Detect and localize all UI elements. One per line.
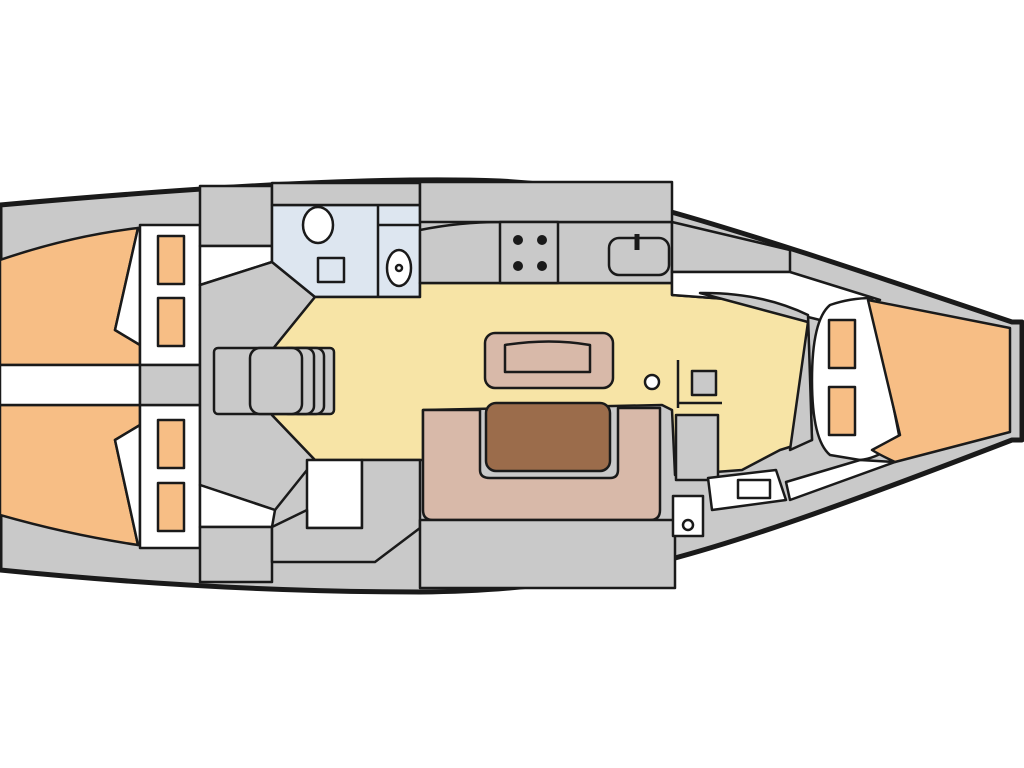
stove: [498, 220, 560, 285]
locker: [156, 481, 186, 533]
nav-seat: [305, 458, 364, 530]
shower-drain-icon: [316, 256, 346, 284]
aft-corridor: [0, 363, 142, 407]
basin-drain-icon: [394, 263, 404, 273]
toilet-icon: [301, 205, 335, 245]
head-top-strip: [270, 181, 422, 207]
burner-icon: [513, 235, 523, 245]
storage-bottom: [198, 525, 274, 584]
hanging-locker: [690, 369, 718, 397]
locker: [827, 318, 857, 370]
aft-bulkhead-center: [138, 363, 202, 407]
drain-icon: [681, 518, 695, 532]
storage-top: [198, 184, 274, 248]
galley-back: [418, 180, 674, 224]
fridge: [674, 413, 720, 482]
burner-icon: [537, 235, 547, 245]
dinette-table: [484, 401, 612, 473]
locker: [827, 385, 857, 437]
forward-basin: [736, 478, 772, 500]
mast-step-icon: [643, 373, 661, 391]
vberth: [866, 298, 1012, 464]
aft-bottom-storage: [270, 458, 422, 564]
forward-bottom-gap: [784, 458, 897, 502]
locker: [156, 418, 186, 470]
settee-cushion: [503, 340, 592, 374]
burner-icon: [513, 261, 523, 271]
step: [248, 346, 304, 416]
forward-berth-shelf: [698, 291, 814, 452]
locker: [156, 296, 186, 348]
locker: [156, 234, 186, 286]
burner-icon: [537, 261, 547, 271]
hull-side-bottom: [418, 518, 677, 590]
